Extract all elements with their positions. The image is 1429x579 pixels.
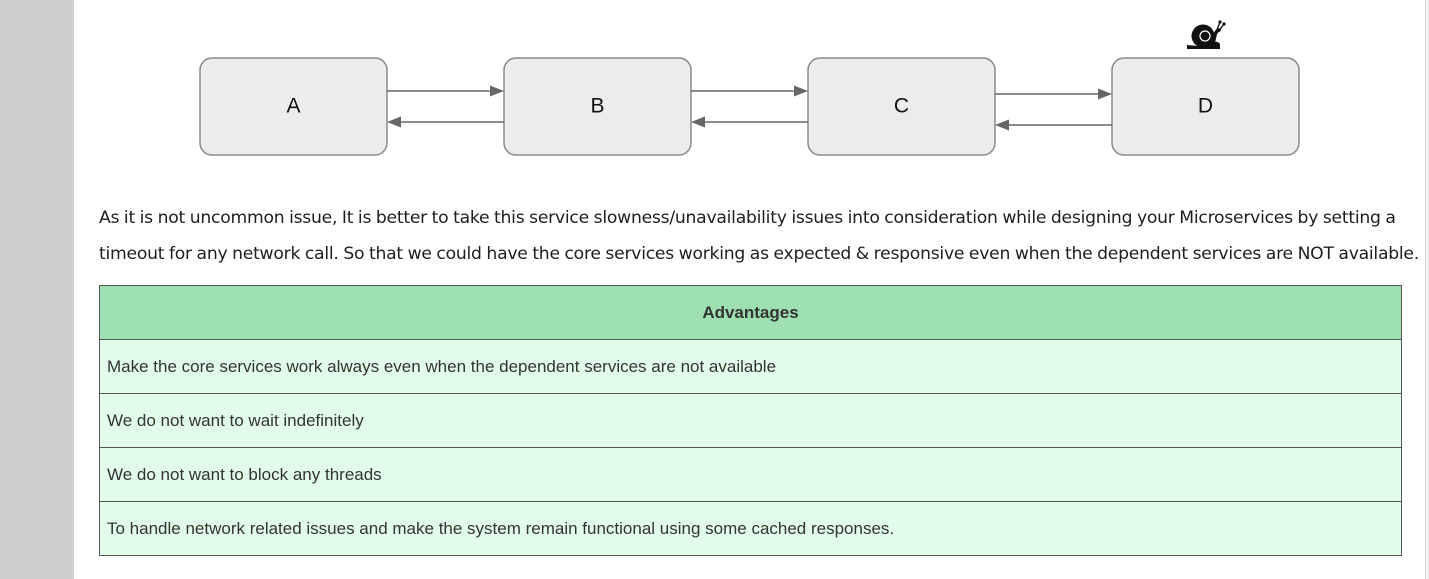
snail-icon xyxy=(1187,20,1226,49)
arrow-b-to-c xyxy=(691,85,808,97)
arrow-a-to-b xyxy=(387,85,504,97)
node-d: D xyxy=(1111,57,1300,156)
left-gutter xyxy=(0,0,74,579)
table-cell: To handle network related issues and mak… xyxy=(99,501,1402,556)
node-d-label: D xyxy=(1198,95,1213,118)
table-cell: Make the core services work always even … xyxy=(99,339,1402,394)
node-b-box xyxy=(503,57,692,156)
arrow-c-to-d xyxy=(995,88,1112,100)
node-b-label: B xyxy=(590,95,604,118)
table-cell: We do not want to wait indefinitely xyxy=(99,393,1402,448)
node-d-box xyxy=(1111,57,1300,156)
article-content: A B C D xyxy=(74,0,1425,579)
table-row: To handle network related issues and mak… xyxy=(99,501,1402,556)
arrow-d-to-c xyxy=(995,119,1112,131)
node-b: B xyxy=(503,57,692,156)
table-row: We do not want to block any threads xyxy=(99,447,1402,502)
node-a-box xyxy=(199,57,388,156)
table-row: We do not want to wait indefinitely xyxy=(99,393,1402,448)
advantages-table: Advantages Make the core services work a… xyxy=(99,285,1402,556)
table-row: Make the core services work always even … xyxy=(99,339,1402,394)
table-header-advantages: Advantages xyxy=(99,285,1402,340)
content-right-border xyxy=(1425,0,1426,579)
right-gutter xyxy=(1426,0,1429,579)
node-a: A xyxy=(199,57,388,156)
arrow-b-to-a xyxy=(387,116,504,128)
table-cell: We do not want to block any threads xyxy=(99,447,1402,502)
arrow-c-to-b xyxy=(691,116,808,128)
service-dependency-diagram: A B C D xyxy=(199,20,1300,156)
node-c-box xyxy=(807,57,996,156)
node-c: C xyxy=(807,57,996,156)
node-a-label: A xyxy=(286,95,300,118)
table-header-row: Advantages xyxy=(99,285,1402,340)
body-paragraph: As it is not uncommon issue, It is bette… xyxy=(99,208,1419,264)
node-c-label: C xyxy=(894,95,909,118)
